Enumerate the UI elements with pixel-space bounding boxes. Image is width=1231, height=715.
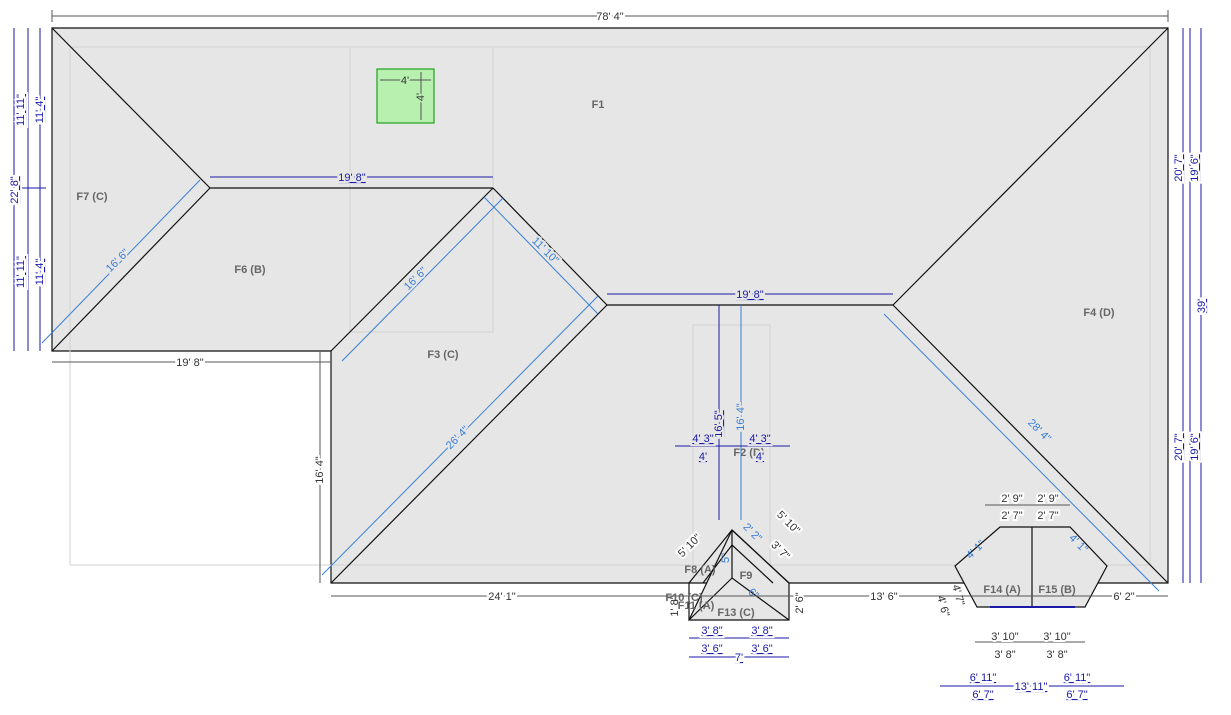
dim-dormer-base-d: 3' 6" <box>751 643 772 655</box>
dim-dormer-w-bot-a: 4' <box>699 451 707 463</box>
hip-top-left <box>51 27 211 189</box>
guide-rect-main <box>69 46 1151 566</box>
dim-bay-bot-d: 3' 8" <box>1046 649 1067 661</box>
dim-left-upper-a: 11' 11" <box>15 94 27 126</box>
face-label-f10[interactable]: F10 (C) <box>665 592 703 604</box>
skylight-width-label: 4' <box>401 75 409 87</box>
hip-dim-f4-long <box>883 313 1160 592</box>
dim-bay-bot-a: 3' 10" <box>991 631 1019 643</box>
dim-bay-top-c: 2' 7" <box>1001 510 1022 522</box>
hip-top-right <box>892 27 1169 306</box>
dim-bottom-left: 24' 1" <box>488 591 516 603</box>
dormer-line-1 <box>688 529 733 584</box>
face-label-f7[interactable]: F7 (C) <box>76 191 108 203</box>
left-pitch-dimensions: 22' 8" 11' 11" 11' 4" 11' 11" 11' 4" <box>7 28 48 351</box>
hip-f3-upper <box>330 187 494 352</box>
dormer <box>688 529 790 621</box>
dim-bay-bot-b: 3' 10" <box>1043 631 1071 643</box>
hip-dim-f3-long <box>321 295 599 576</box>
bay-outline <box>954 526 1108 608</box>
dim-dormer-base-total: 7' <box>735 652 743 664</box>
dim-bottom-mid: 13' 6" <box>870 591 898 603</box>
dim-left-vertical: 16' 4" <box>314 456 326 484</box>
dim-ridge-mid: 19' 8" <box>736 289 764 301</box>
dim-right-upper-a: 20' 7" <box>1173 154 1185 182</box>
dim-small-right: 2' 6" <box>794 592 806 613</box>
dim-dormer-w-top-b: 4' 3" <box>749 433 770 445</box>
dim-left-bottom: 19' 8" <box>176 357 204 369</box>
dim-left-total: 22' 8" <box>9 176 21 204</box>
face-label-f4[interactable]: F4 (D) <box>1083 307 1115 319</box>
dim-bay-top-a: 2' 9" <box>1001 493 1022 505</box>
dim-right-upper-b: 19' 6" <box>1189 154 1201 182</box>
dim-dormer-base-a: 3' 8" <box>701 625 722 637</box>
dim-left-lower-a: 11' 11" <box>15 256 27 288</box>
hip-dim-f3-upper <box>341 197 504 362</box>
dim-left-upper-b: 11' 4" <box>34 97 46 124</box>
dim-bay-left-b: 4' 6" <box>934 594 951 618</box>
face-label-f13[interactable]: F13 (C) <box>717 607 755 619</box>
right-pitch-dimensions: 20' 7" 19' 6" 20' 7" 19' 6" <box>1171 28 1203 583</box>
dim-dormer-side-left: 1' 8" <box>669 595 681 616</box>
dim-bay-wide-a: 6' 11" <box>970 672 997 684</box>
hip-f4-long <box>892 304 1169 584</box>
dim-bay-top-d: 2' 7" <box>1037 510 1058 522</box>
face-label-f8[interactable]: F8 (A) <box>684 564 716 576</box>
dim-valley-b: 16' 4" <box>735 403 747 431</box>
dormer-line-2 <box>731 529 790 584</box>
face-label-f15[interactable]: F15 (B) <box>1038 584 1076 596</box>
dim-dormer-w-top-a: 4' 3" <box>692 433 713 445</box>
dormer-line-3 <box>688 577 733 621</box>
dim-bay-left-a: 4' 7" <box>949 583 966 607</box>
face-label-f14[interactable]: F14 (A) <box>983 584 1021 596</box>
dormer-line-6 <box>702 544 733 584</box>
dim-dormer-w-bot-b: 4' <box>756 451 764 463</box>
dim-bay-wide-mid: 13' 11" <box>1015 681 1048 693</box>
hip-f3-long <box>330 304 608 584</box>
dim-bay-wide-c: 6' 7" <box>972 689 993 701</box>
face-label-f3[interactable]: F3 (C) <box>427 349 459 361</box>
dormer-line-4 <box>731 577 790 621</box>
dim-dormer-base-c: 3' 6" <box>701 643 722 655</box>
dim-bay-bot-c: 3' 8" <box>994 649 1015 661</box>
hip-left-f6 <box>51 187 211 352</box>
face-label-f1[interactable]: F1 <box>592 99 605 111</box>
dim-bay-wide-b: 6' 11" <box>1064 672 1091 684</box>
dim-right-total: 39' <box>1196 299 1208 313</box>
face-labels: F1 F7 (C) F6 (B) F3 (C) F4 (D) F2 (D) F8… <box>76 99 1115 619</box>
bay-dimensions: 2' 9" 2' 9" 2' 7" 2' 7" 4' 1" 4' 1" 4' 7… <box>934 491 1124 703</box>
dim-dormer-inner-c: 5" <box>720 553 732 563</box>
dim-overall-top: 78' 4" <box>596 11 624 23</box>
hip-dim-left-f6 <box>41 179 201 344</box>
face-label-f11[interactable]: F11 (A) <box>678 600 715 612</box>
outer-dimensions: 78' 4" 19' 8" 16' 4" 24' 1" 13' 6" 6' 2"… <box>51 9 1210 616</box>
dim-bay-wide-d: 6' 7" <box>1066 689 1087 701</box>
skylight-height-label: 4' <box>415 93 427 101</box>
dim-bay-top-b: 2' 9" <box>1037 493 1058 505</box>
hip-f3-right <box>492 187 608 306</box>
dim-bottom-right: 6' 2" <box>1113 591 1134 603</box>
face-label-f9[interactable]: F9 <box>740 570 753 582</box>
dim-right-lower-b: 19' 6" <box>1189 433 1201 461</box>
dim-left-lower-b: 11' 4" <box>34 259 46 286</box>
dim-valley-a: 16' 5" <box>713 410 725 438</box>
dormer-line-7 <box>731 544 774 584</box>
dim-dormer-base-b: 3' 8" <box>751 625 772 637</box>
face-label-f6[interactable]: F6 (B) <box>234 264 266 276</box>
roof-lines <box>51 27 1169 584</box>
hip-dim-f3-right <box>483 196 599 315</box>
bay-window-roof <box>954 526 1108 608</box>
skylight[interactable] <box>376 68 435 124</box>
dim-ridge-top: 19' 8" <box>338 172 366 184</box>
dim-right-lower-a: 20' 7" <box>1173 433 1185 461</box>
